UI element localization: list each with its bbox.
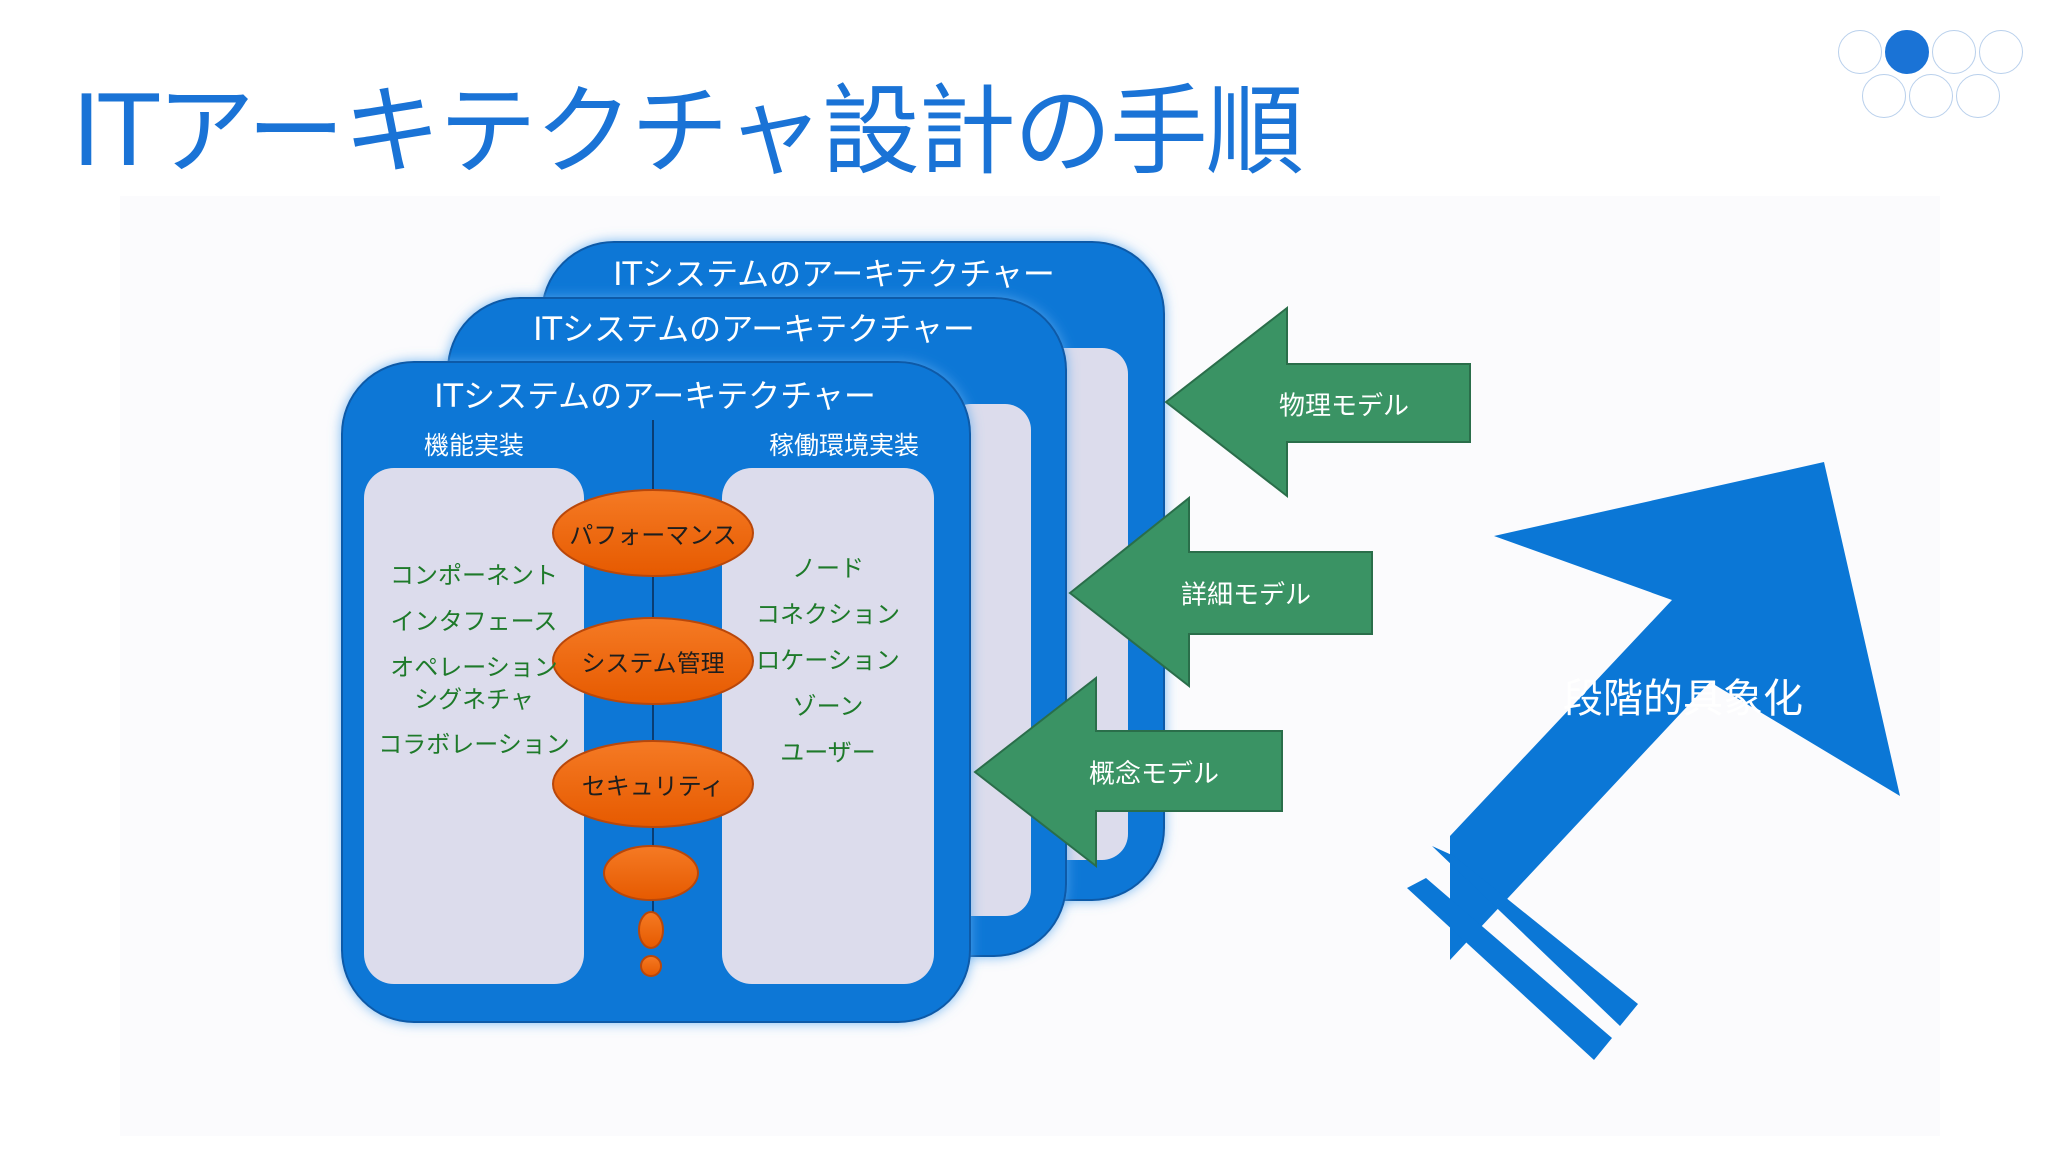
big-arrow-stripe-1 (1432, 846, 1638, 1026)
layer-middle-title: ITシステムのアーキテクチャー (533, 310, 975, 348)
nav-circle-1[interactable] (1838, 30, 1882, 74)
nav-circle-6[interactable] (1909, 74, 1953, 118)
left-item-component: コンポーネント (390, 561, 558, 590)
nav-circle-7[interactable] (1956, 74, 2000, 118)
oval-performance-label: パフォーマンス (569, 521, 737, 550)
right-item-user: ユーザー (780, 738, 876, 767)
oval-performance (552, 489, 754, 577)
page-title: ITアーキテクチャ設計の手順 (72, 75, 1304, 189)
nav-circle-3[interactable] (1932, 30, 1976, 74)
left-item-signature: シグネチャ (414, 685, 534, 714)
layer-front-title: ITシステムのアーキテクチャー (434, 377, 876, 415)
oval-system-management (552, 617, 754, 705)
nav-circle-4[interactable] (1979, 30, 2023, 74)
oval-small (603, 845, 699, 901)
right-inner-panel (722, 468, 934, 984)
oval-dot (640, 955, 662, 977)
right-item-location: ロケーション (756, 646, 900, 675)
big-arrow-concretization (1450, 462, 1900, 960)
left-item-interface: インタフェース (390, 607, 558, 636)
arrow-conceptual-model-label: 概念モデル (1088, 759, 1220, 790)
left-inner-panel (364, 468, 584, 984)
arrow-detailed-model-label: 詳細モデル (1180, 580, 1312, 611)
oval-system-management-label: システム管理 (581, 649, 725, 678)
oval-tiny (638, 911, 664, 949)
runtime-environment-header: 稼働環境実装 (768, 431, 920, 460)
nav-circle-2-active[interactable] (1885, 30, 1929, 74)
right-item-connection: コネクション (756, 600, 900, 629)
arrow-physical-model-label: 物理モデル (1278, 391, 1410, 422)
right-item-node: ノード (792, 554, 864, 583)
big-arrow-label: 段階的具象化 (1563, 676, 1803, 722)
arrow-conceptual-model (973, 675, 1283, 869)
layer-back-title: ITシステムのアーキテクチャー (613, 255, 1055, 293)
left-item-collaboration: コラボレーション (378, 730, 570, 759)
arrow-detailed-model (1068, 495, 1373, 689)
arrow-physical-model (1164, 305, 1471, 499)
left-item-operation: オペレーション (390, 653, 558, 682)
big-arrow-stripe-2 (1407, 878, 1612, 1060)
oval-security (552, 740, 754, 828)
nav-circle-5[interactable] (1862, 74, 1906, 118)
functional-implementation-header: 機能実装 (423, 431, 525, 460)
right-item-zone: ゾーン (792, 692, 864, 721)
oval-security-label: セキュリティ (581, 772, 725, 801)
